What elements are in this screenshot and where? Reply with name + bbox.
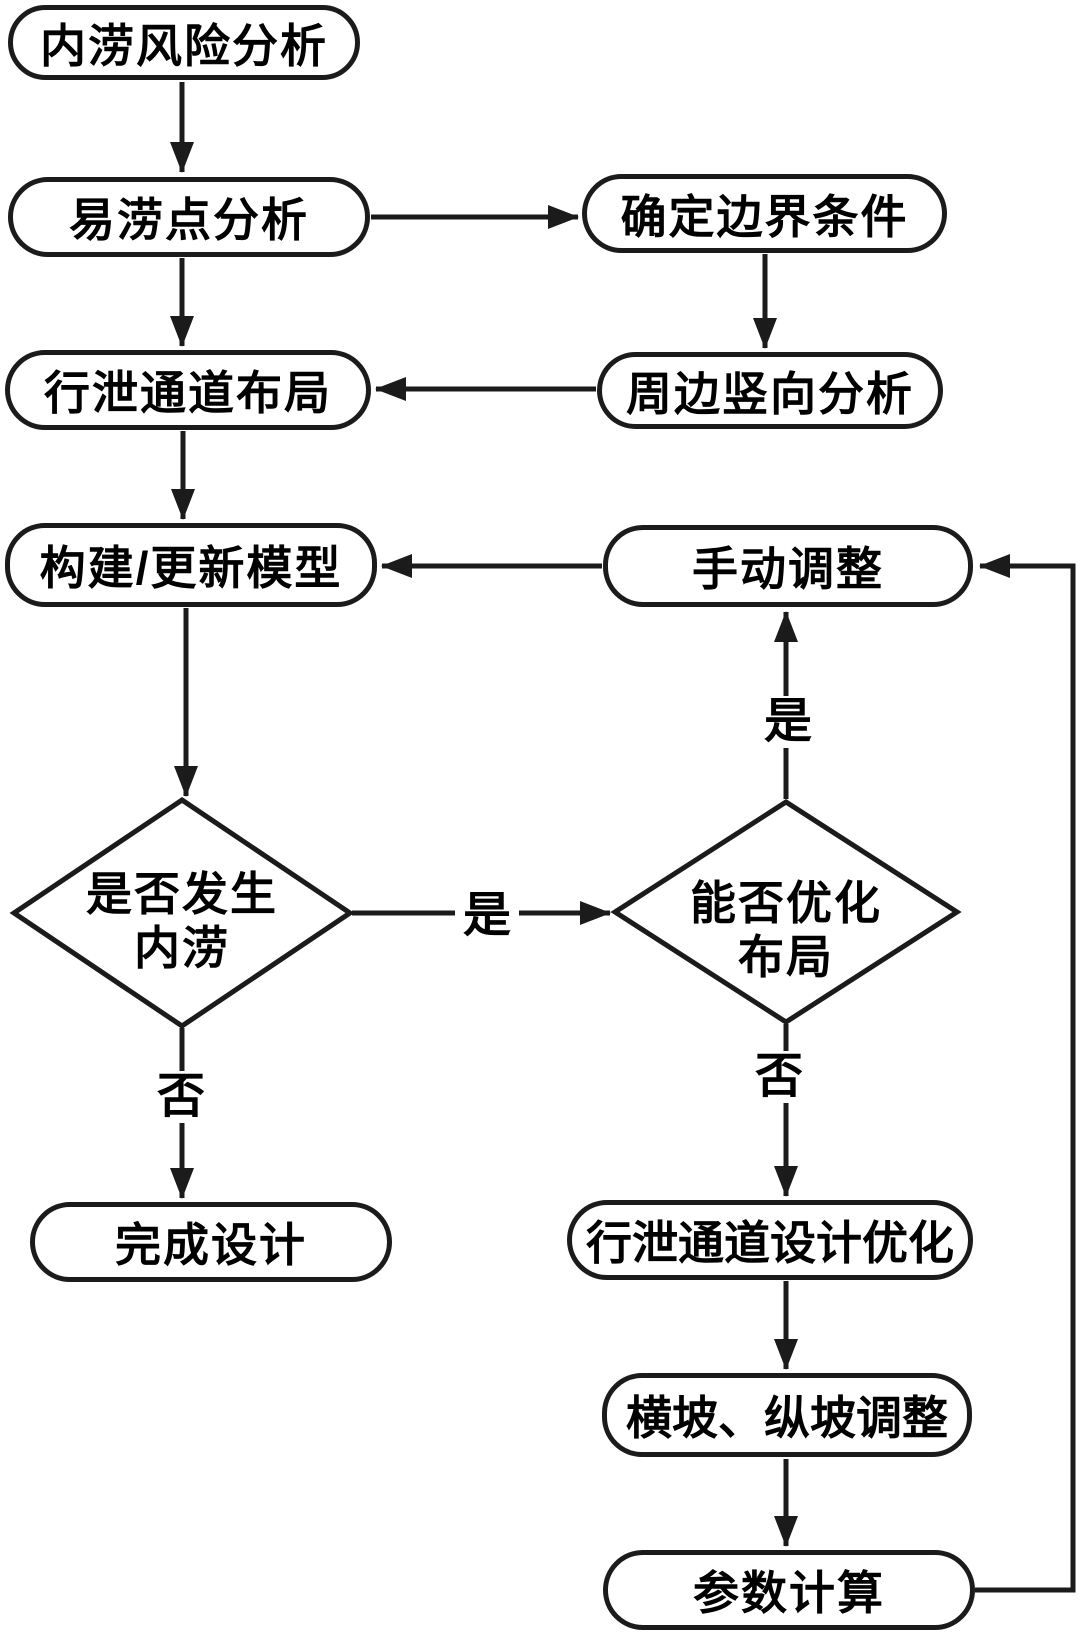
- edge-label-waterlogging-yes: 是: [454, 890, 520, 942]
- node-design-complete: 完成设计: [30, 1202, 392, 1282]
- node-parameter-calc: 参数计算: [603, 1550, 975, 1630]
- node-channel-design-optimize: 行泄通道设计优化: [567, 1200, 973, 1280]
- decision-waterlogging-label: 是否发生 内涝: [86, 868, 278, 974]
- node-build-update-model: 构建/更新模型: [5, 523, 377, 607]
- edge-label-optimize-no: 否: [746, 1051, 812, 1103]
- decision-optimize-layout-label: 能否优化 布局: [690, 877, 882, 983]
- node-slope-adjust: 横坡、纵坡调整: [602, 1373, 972, 1457]
- node-manual-adjust: 手动调整: [603, 525, 973, 607]
- edge-label-waterlogging-no: 否: [148, 1071, 214, 1123]
- node-risk-analysis: 内涝风险分析: [8, 5, 360, 80]
- node-channel-layout: 行泄通道布局: [5, 350, 371, 430]
- decision-optimize-layout-shape: [610, 799, 962, 1025]
- node-flood-point-analysis: 易涝点分析: [8, 177, 370, 257]
- edge-parameter-loop-to-manual: [975, 554, 1076, 1593]
- decision-waterlogging-shape: [9, 796, 355, 1030]
- node-vertical-analysis: 周边竖向分析: [597, 352, 943, 429]
- node-boundary-conditions: 确定边界条件: [582, 174, 947, 253]
- edge-label-optimize-yes: 是: [755, 696, 821, 748]
